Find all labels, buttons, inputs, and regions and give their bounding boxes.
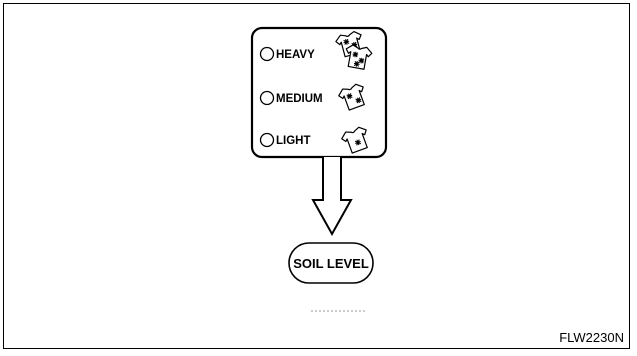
option-light[interactable]: LIGHT [259,124,373,156]
soil-level-button-label: SOIL LEVEL [293,256,369,271]
option-heavy[interactable]: HEAVY [259,29,374,71]
medium-indicator-lamp [259,90,275,106]
down-arrow-icon [311,157,353,237]
option-medium[interactable]: MEDIUM [259,81,370,113]
heavy-indicator-lamp [259,46,275,62]
light-label: LIGHT [276,135,311,147]
medium-label: MEDIUM [276,93,323,105]
soil-level-button[interactable]: SOIL LEVEL [288,242,374,284]
heavy-label: HEAVY [276,49,315,61]
figure-code: FLW2230N [559,330,624,345]
light-indicator-lamp [259,132,275,148]
